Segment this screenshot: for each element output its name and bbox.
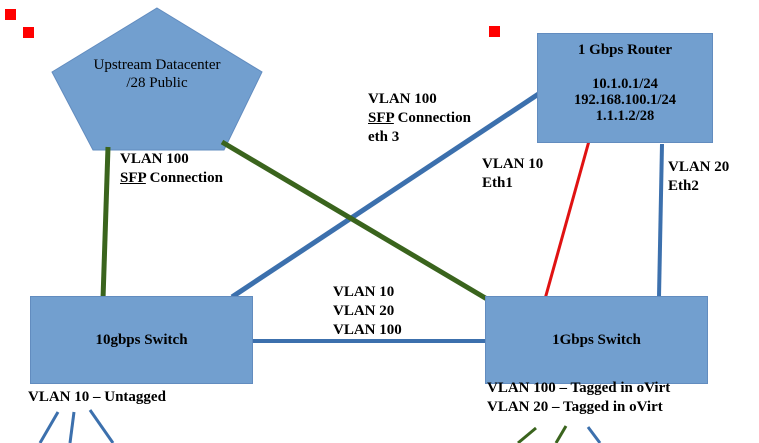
label-sfp-left-conn: Connection [149,170,223,186]
label-sfp-left-vlan: VLAN 100 [120,151,189,167]
label-trunk-line2: VLAN 20 [333,303,395,319]
note-tagged-ovirt: VLAN 100 – Tagged in oVirt VLAN 20 – Tag… [487,379,670,417]
link-switchleft-to-router [230,90,542,300]
label-vlan20-eth2: VLAN 20 Eth2 [668,158,729,196]
router-ip-1: 10.1.0.1/24 [592,76,658,92]
red-marker-1 [5,9,16,20]
label-sfp-left-line2: SFP Connection [120,169,223,188]
note-vlan10-untagged-text: VLAN 10 – Untagged [28,389,166,405]
label-sfp-cross-conn: Connection [397,110,471,126]
note-tagged-ovirt-line1: VLAN 100 – Tagged in oVirt [487,380,671,396]
datacenter-pentagon [51,7,263,151]
router-ip-2: 192.168.100.1/24 [574,92,676,108]
note-vlan10-untagged: VLAN 10 – Untagged [28,388,166,407]
label-vlan10-line1: VLAN 10 [482,156,544,172]
label-sfp-cross: VLAN 100 SFP Connection eth 3 [368,90,471,147]
label-vlan10-eth1: VLAN 10 Eth1 [482,155,543,193]
label-sfp-cross-line2: SFP Connection [368,109,471,128]
label-vlan20-line1: VLAN 20 [668,159,730,175]
link-router-to-switchright-vlan10 [543,140,591,300]
router-ip-3: 1.1.1.2/28 [595,108,655,124]
switch-left-label: 10gbps Switch [95,331,188,348]
switch-left-node: 10gbps Switch [30,296,253,384]
link-router-to-switchright-vlan20 [657,143,664,298]
label-sfp-left: VLAN 100 SFP Connection [120,150,223,188]
downlink-stub-left-2 [68,411,76,443]
label-trunk-vlans: VLAN 10 VLAN 20 VLAN 100 [333,283,402,340]
note-tagged-ovirt-line2: VLAN 20 – Tagged in oVirt [487,399,663,415]
downlink-stub-right-1 [517,426,537,443]
switch-right-label: 1Gbps Switch [552,331,641,348]
downlink-stub-right-3 [586,426,602,443]
label-sfp-cross-sfp: SFP [368,110,394,126]
red-marker-3 [489,26,500,37]
label-trunk-line1: VLAN 10 [333,284,395,300]
router-node: 1 Gbps Router 10.1.0.1/24 192.168.100.1/… [537,33,713,143]
datacenter-label-line2: /28 Public [126,75,188,91]
downlink-stub-right-2 [554,425,568,443]
label-sfp-left-sfp: SFP [120,170,146,186]
downlink-stub-left-3 [88,409,115,443]
router-title: 1 Gbps Router [577,42,673,58]
switch-right-node: 1Gbps Switch [485,296,708,384]
label-sfp-cross-vlan: VLAN 100 [368,91,437,107]
link-datacenter-to-switchleft [100,146,111,300]
link-datacenter-to-switchright [220,139,494,305]
red-marker-2 [23,27,34,38]
downlink-stub-left-1 [38,411,60,443]
label-trunk-line3: VLAN 100 [333,322,402,338]
datacenter-label-line1: Upstream Datacenter [93,57,221,73]
label-vlan20-line2: Eth2 [668,178,699,194]
label-vlan10-line2: Eth1 [482,175,513,191]
datacenter-label: Upstream Datacenter /28 Public [58,56,256,92]
label-sfp-cross-eth: eth 3 [368,129,400,145]
